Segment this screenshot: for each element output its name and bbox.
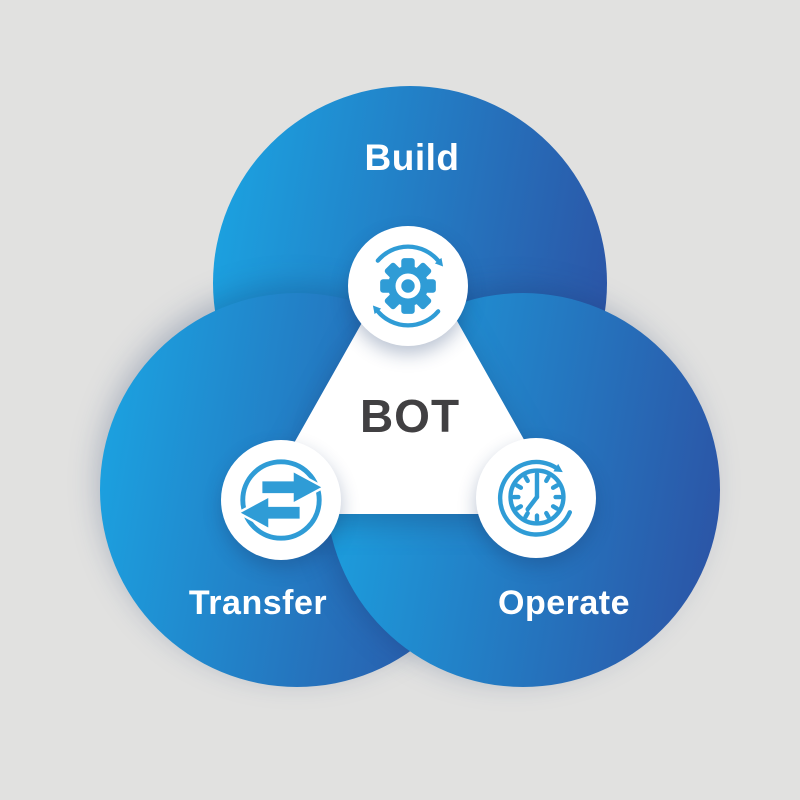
operate-icon-badge — [476, 438, 596, 558]
center-triangle — [264, 252, 556, 514]
label-transfer: Transfer — [188, 584, 328, 622]
build-icon-badge — [348, 226, 468, 346]
center-label: BOT — [359, 390, 461, 442]
clock-history-icon — [497, 459, 573, 537]
label-build: Build — [364, 137, 460, 178]
gear-sync-icon — [372, 244, 444, 328]
transfer-arrows-icon — [238, 459, 324, 541]
label-operate: Operate — [498, 584, 630, 622]
transfer-icon-badge — [221, 440, 341, 560]
